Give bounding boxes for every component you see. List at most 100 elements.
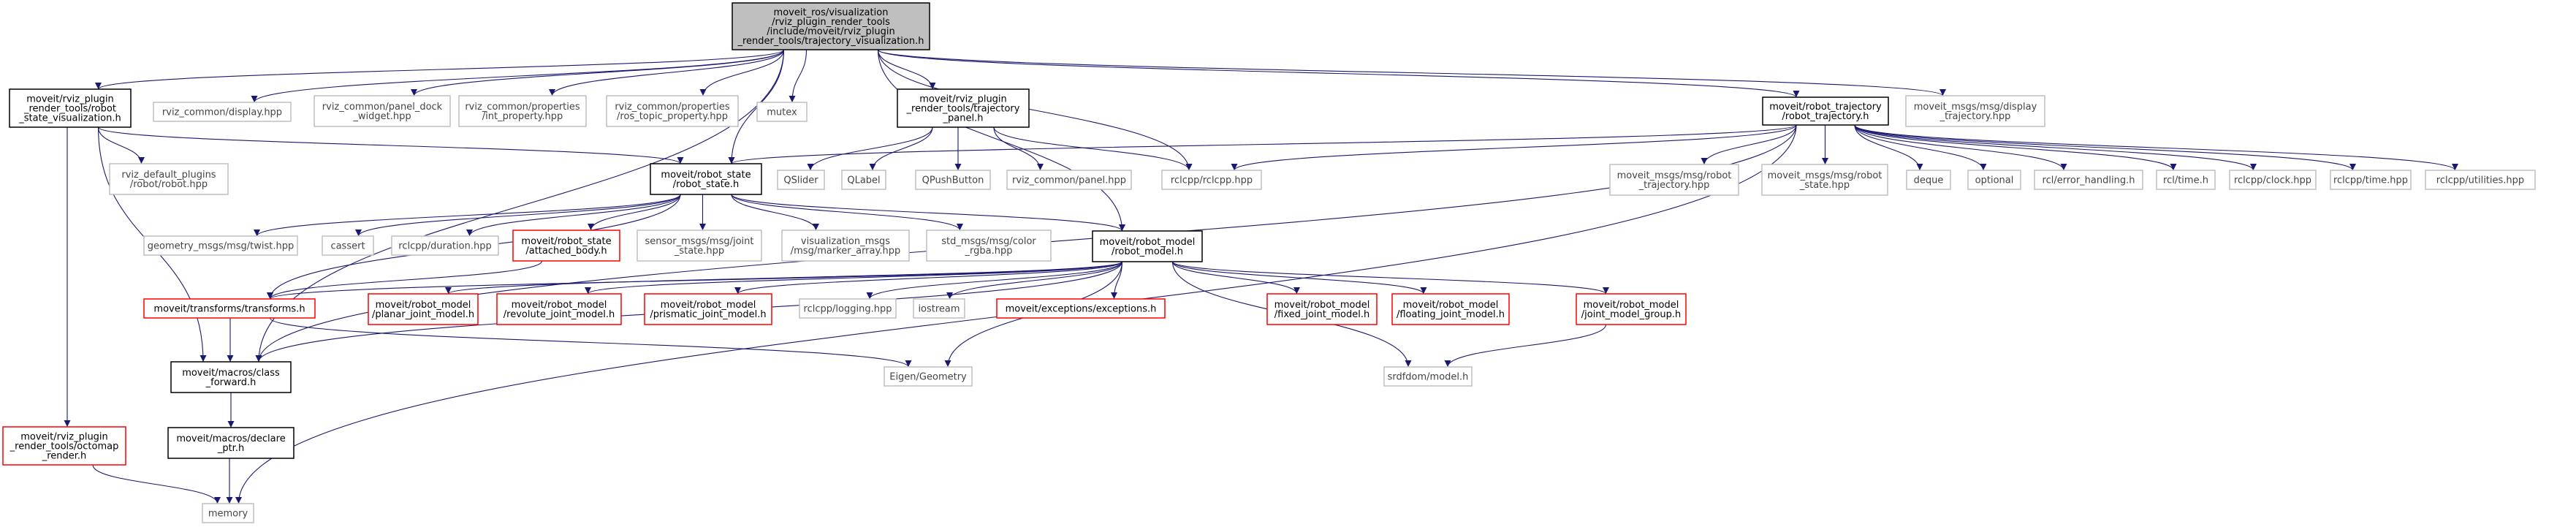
node-qslider[interactable]: QSlider [777,170,825,190]
node-moveit-robot-model-prismatic-joint-model-h[interactable]: moveit/robot_model/prismatic_joint_model… [644,293,772,325]
node-label-line: /floating_joint_model.h [1397,309,1505,320]
node-box [913,298,965,319]
node-box [1391,293,1510,325]
node-rclcpp-rclcpp-hpp[interactable]: rclcpp/rclcpp.hpp [1161,170,1262,190]
edge-root-to-rsv [95,49,785,90]
node-box [167,427,295,459]
node-box [606,95,739,127]
node-rclcpp-clock-hpp[interactable]: rclcpp/clock.hpp [2229,170,2317,190]
node-moveit-robot-model-planar-joint-model-h[interactable]: moveit/robot_model/planar_joint_model.h [368,293,479,325]
node-label-line: _ptr.h [217,443,244,454]
nodes-layer: moveit_ros/visualization/rviz_plugin_ren… [2,2,2536,523]
node-qpushbutton[interactable]: QPushButton [915,170,991,190]
node-label-line: deque [1914,175,1944,186]
edge-robotstate-to-attached [588,194,681,231]
node-iostream[interactable]: iostream [913,298,965,319]
node-deque[interactable]: deque [1906,170,1951,190]
node-geometry-msgs-msg-twist-hpp[interactable]: geometry_msgs/msg/twist.hpp [143,235,298,256]
node-label-line: _trajectory.hpp [1638,180,1710,191]
node-label-line: moveit/robot_state [521,236,611,247]
edge-robotstate-to-duration [466,194,681,237]
edge-root-to-robottraj [877,49,1800,98]
edge-robotstate-to-colorrgba [731,194,963,231]
node-label-line: moveit/rviz_plugin [20,432,108,443]
node-moveit-robot-model-floating-joint-model-h[interactable]: moveit/robot_model/floating_joint_model.… [1391,293,1510,325]
node-box [109,163,229,195]
node-mutex[interactable]: mutex [756,102,808,122]
node-label-line: _render_tools/robot [23,104,116,115]
node-visualization-msgs-msg-marker-array-hpp[interactable]: visualization_msgs/msg/marker_array.hpp [781,230,910,262]
node-moveit-ros-visualization-rviz-plugin-render-tools-include-moveit-rviz-plugin-render-tools-trajectory-visualization-h[interactable]: moveit_ros/visualization/rviz_plugin_ren… [732,2,930,50]
node-rviz-common-properties-ros-topic-property-hpp[interactable]: rviz_common/properties/ros_topic_propert… [606,95,739,127]
node-rclcpp-utilities-hpp[interactable]: rclcpp/utilities.hpp [2425,170,2536,190]
node-moveit-robot-state-robot-state-h[interactable]: moveit/robot_state/robot_state.h [650,163,762,195]
node-box [458,95,587,127]
node-rviz-common-display-hpp[interactable]: rviz_common/display.hpp [153,102,292,122]
node-rviz-common-panel-dock-widget-hpp[interactable]: rviz_common/panel_dock_widget.hpp [314,95,451,127]
node-label-line: moveit_msgs/msg/robot [1617,170,1732,181]
node-box [884,366,973,387]
node-moveit-msgs-msg-robot-state-hpp[interactable]: moveit_msgs/msg/robot_state.hpp [1761,164,1888,196]
node-sensor-msgs-msg-joint-state-hpp[interactable]: sensor_msgs/msg/joint_state.hpp [637,230,762,262]
node-moveit-transforms-transforms-h[interactable]: moveit/transforms/transforms.h [143,298,316,319]
node-eigen-geometry[interactable]: Eigen/Geometry [884,366,973,387]
edge-rsv-to-robotstate [97,126,684,164]
node-label-line: moveit/robot_model [661,300,756,311]
node-moveit-macros-class-forward-h[interactable]: moveit/macros/class_forward.h [170,361,292,393]
node-box [781,230,910,262]
node-label-line: QPushButton [922,175,984,186]
node-label-line: std_msgs/msg/color [941,236,1036,247]
node-rclcpp-time-hpp[interactable]: rclcpp/time.hpp [2330,170,2412,190]
edge-attached-to-transforms [267,260,543,300]
node-label-line: /fixed_joint_model.h [1274,309,1369,320]
node-moveit-msgs-msg-display-trajectory-hpp[interactable]: moveit_msgs/msg/display_trajectory.hpp [1905,95,2045,127]
node-moveit-rviz-plugin-render-tools-octomap-render-h[interactable]: moveit/rviz_plugin_render_tools/octomap_… [2,426,126,466]
edge-robottraj-to-rclcpp [1231,124,1797,171]
node-moveit-robot-model-fixed-joint-model-h[interactable]: moveit/robot_model/fixed_joint_model.h [1266,293,1378,325]
node-label-line: /robot_state.h [673,179,740,190]
node-memory[interactable]: memory [202,503,254,523]
node-rclcpp-duration-hpp[interactable]: rclcpp/duration.hpp [391,235,499,256]
node-label-line: _state_visualization.h [18,113,121,124]
node-moveit-rviz-plugin-render-tools-robot-state-visualization-h[interactable]: moveit/rviz_plugin_render_tools/robot_st… [9,88,132,128]
node-label-line: /joint_model_group.h [1581,309,1682,320]
node-label-line: moveit/robot_trajectory [1769,102,1882,113]
node-rclcpp-logging-hpp[interactable]: rclcpp/logging.hpp [799,298,897,319]
node-std-msgs-msg-color-rgba-hpp[interactable]: std_msgs/msg/color_rgba.hpp [926,230,1052,262]
node-rviz-common-panel-hpp[interactable]: rviz_common/panel.hpp [1006,170,1132,190]
node-moveit-robot-trajectory-robot-trajectory-h[interactable]: moveit/robot_trajectory/robot_trajectory… [1762,96,1889,126]
edge-robotmodel-to-jmg [1171,261,1609,295]
node-label-line: _forward.h [205,377,257,388]
node-box [1906,170,1951,190]
node-label-line: /attached_body.h [525,246,607,257]
node-rviz-default-plugins-robot-robot-hpp[interactable]: rviz_default_plugins/robot/robot.hpp [109,163,229,195]
node-moveit-robot-model-revolute-joint-model-h[interactable]: moveit/robot_model/revolute_joint_model.… [496,293,622,325]
node-srdfdom-model-h[interactable]: srdfdom/model.h [1383,366,1473,387]
node-label-line: _state.hpp [674,246,724,257]
edge-robottraj-to-deque [1854,124,1923,171]
node-rcl-error-handling-h[interactable]: rcl/error_handling.h [2034,170,2143,190]
edge-jmg-to-srdf [1444,324,1607,368]
node-qlabel[interactable]: QLabel [841,170,886,190]
node-label-line: rcl/error_handling.h [2043,175,2135,186]
node-label-line: _trajectory.hpp [1939,111,2011,122]
node-box [153,102,292,122]
node-moveit-msgs-msg-robot-trajectory-hpp[interactable]: moveit_msgs/msg/robot_trajectory.hpp [1609,164,1739,196]
node-moveit-robot-model-robot-model-h[interactable]: moveit/robot_model/robot_model.h [1092,230,1203,262]
node-moveit-exceptions-exceptions-h[interactable]: moveit/exceptions/exceptions.h [996,298,1166,319]
node-label-line: rviz_common/panel.hpp [1012,175,1126,186]
node-rviz-common-properties-int-property-hpp[interactable]: rviz_common/properties/int_property.hpp [458,95,587,127]
node-moveit-rviz-plugin-render-tools-trajectory-panel-h[interactable]: moveit/rviz_plugin_render_tools/trajecto… [897,88,1030,128]
node-rcl-time-h[interactable]: rcl/time.h [2156,170,2216,190]
edge-robottraj-to-rcltimehpp [1854,124,2356,171]
node-box [391,235,499,256]
node-label-line: /rviz_plugin_render_tools [772,17,890,28]
node-cassert[interactable]: cassert [322,235,374,256]
node-box [9,88,132,128]
node-moveit-robot-state-attached-body-h[interactable]: moveit/robot_state/attached_body.h [512,230,620,262]
node-optional[interactable]: optional [1967,170,2021,190]
node-moveit-robot-model-joint-model-group-h[interactable]: moveit/robot_model/joint_model_group.h [1576,293,1687,325]
node-moveit-macros-declare-ptr-h[interactable]: moveit/macros/declare_ptr.h [167,427,295,459]
edge-robotstate-to-marker [731,194,819,231]
node-box [2330,170,2412,190]
